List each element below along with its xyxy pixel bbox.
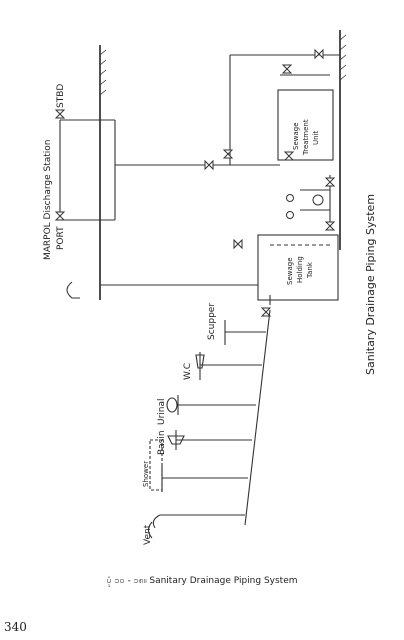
urinal-icon: [166, 397, 178, 413]
holding-label-3: Tank: [306, 261, 314, 279]
page-number: 340: [4, 620, 27, 634]
scupper-label: Scupper: [207, 303, 217, 340]
wc-icon: [195, 354, 205, 369]
basin-label: Basin: [157, 430, 167, 455]
treatment-label-3: Unit: [312, 130, 320, 145]
figure-caption: ပုံ ၁၀ - ၁၈။ Sanitary Drainage Piping Sy…: [106, 576, 298, 586]
sewage-holding-tank: Sewage Holding Tank: [100, 234, 339, 301]
basin-icon: [167, 435, 185, 445]
holding-label-1: Sewage: [286, 257, 294, 285]
main-discharge-pipe: [115, 48, 340, 171]
hull-boundary: [99, 30, 347, 300]
fixture-labels: Scupper W.C Urinal Basin Shower Vent: [142, 303, 217, 545]
sewage-pump: [286, 175, 336, 231]
urinal-label: Urinal: [157, 398, 167, 425]
holding-label-2: Holding: [296, 256, 304, 283]
stbd-label: STBD: [56, 84, 66, 108]
treatment-label-2: Treatment: [302, 119, 310, 156]
marpol-discharge-station: MARPOL Discharge Station STBD PORT: [43, 84, 116, 261]
vent-trap-upper: [66, 281, 80, 299]
station-label: MARPOL Discharge Station: [43, 140, 53, 261]
vent-icon: [147, 521, 153, 539]
vent-label: Vent: [143, 524, 153, 545]
port-label: PORT: [56, 226, 66, 250]
diagram-title: Sanitary Drainage Piping System: [364, 194, 377, 375]
collection-drain: [244, 295, 272, 526]
sewage-treatment-unit: Sewage Treatment Unit: [277, 89, 334, 161]
fixture-icons: [147, 354, 205, 539]
fixture-branches: [152, 320, 266, 529]
wc-label: W.C: [183, 363, 193, 380]
shower-icon: [149, 439, 163, 491]
shower-label: Shower: [142, 461, 150, 487]
treatment-label-1: Sewage: [292, 122, 300, 150]
